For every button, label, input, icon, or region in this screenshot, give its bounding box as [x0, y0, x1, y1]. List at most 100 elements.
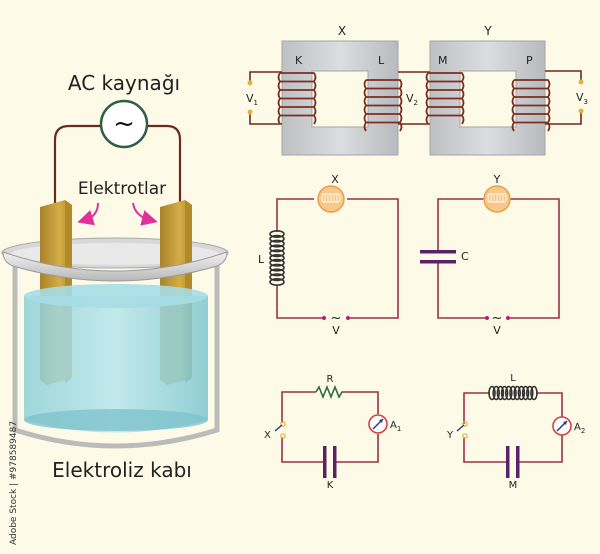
inductor-turn — [488, 385, 496, 401]
coil-m — [425, 72, 465, 125]
wire-lx-topleft — [276, 198, 314, 232]
coil-turn — [277, 72, 317, 83]
core-y-label: Y — [483, 24, 492, 38]
inductor-l-label: L — [258, 253, 265, 266]
coil-turn — [363, 79, 403, 90]
coil-p — [511, 79, 551, 132]
inductor-turn — [509, 385, 517, 401]
inductor-turn — [269, 263, 285, 272]
coil-m-label: M — [438, 54, 448, 67]
wire-cy-topleft — [437, 198, 484, 250]
terminal-lx-left[interactable] — [322, 316, 326, 320]
inductor-l — [488, 385, 538, 401]
circuit-inductor-capacitor: L Y A2 M — [446, 373, 585, 491]
core-x-label: X — [338, 24, 346, 38]
wire-right — [148, 124, 182, 208]
coil-turn — [425, 72, 465, 83]
circuit-inductor-lamp: L X ~ V — [258, 173, 399, 337]
coil-turn — [425, 97, 465, 108]
switch-x[interactable] — [274, 421, 286, 439]
inductor-turn — [269, 230, 285, 239]
inductor-turn — [269, 239, 285, 248]
circuit-capacitor-lamp: C Y ~ V — [420, 173, 560, 337]
coil-turn — [363, 96, 403, 107]
electrolysis-setup: AC kaynağı ~ Elektrotlar — [1, 71, 229, 482]
coil-turn — [363, 87, 403, 98]
inductor-turn — [269, 249, 285, 258]
terminal-v1-bottom[interactable] — [247, 109, 253, 115]
v2-label: V2 — [406, 92, 418, 107]
inductor-turn — [525, 385, 534, 401]
inductor-turn — [504, 385, 513, 401]
terminal-cy-right[interactable] — [506, 316, 510, 320]
inductor-turn — [269, 254, 285, 263]
arrow-left-icon — [77, 202, 99, 226]
ac-source-icon: ~ — [331, 311, 342, 326]
capacitor-k — [323, 446, 337, 478]
coil-turn — [511, 113, 551, 124]
watermark-text: Adobe Stock | #978589487 — [9, 421, 19, 545]
source-v-label: V — [332, 324, 340, 337]
capacitor-m-label: M — [509, 480, 518, 491]
wire-cy-bottom — [437, 263, 486, 319]
coil-l — [363, 79, 403, 132]
capacitor-m — [506, 446, 520, 478]
source-v-label: V — [493, 324, 501, 337]
ac-source-circle — [99, 99, 149, 149]
coil-turn — [511, 104, 551, 115]
coil-l-label: L — [378, 54, 385, 67]
terminal-v3-top[interactable] — [578, 79, 584, 85]
switch-y-label: Y — [446, 430, 454, 441]
coil-turn — [425, 80, 465, 91]
beaker-wall — [12, 263, 220, 449]
lamp-x — [317, 185, 345, 213]
inductor-turn — [521, 385, 530, 401]
ammeter-a1-label: A1 — [390, 420, 401, 433]
wire-v1-top — [249, 71, 282, 82]
ac-source-label: AC kaynağı — [68, 71, 180, 95]
coil-turn — [425, 106, 465, 117]
wire-left — [53, 124, 100, 208]
coil-turn — [277, 97, 317, 108]
wire-cy-right — [510, 198, 560, 319]
inductor-turn — [492, 385, 501, 401]
coil-turn — [363, 121, 403, 132]
terminal-cy-left[interactable] — [485, 316, 489, 320]
ac-source-icon: ~ — [492, 311, 503, 326]
lamp-y-label: Y — [493, 173, 501, 186]
switch-y[interactable] — [456, 421, 468, 439]
wire-rk-topright — [344, 391, 379, 414]
core-y — [429, 40, 546, 156]
inductor-turn — [500, 385, 509, 401]
capacitor-c — [420, 250, 456, 264]
coil-p-label: P — [526, 54, 533, 67]
inductor-turn — [269, 234, 285, 243]
inductor-turn — [496, 385, 505, 401]
lamp-x-label: X — [331, 173, 339, 186]
circuit-resistor-capacitor: R X A1 K — [264, 374, 401, 491]
terminal-v3-bottom[interactable] — [578, 108, 584, 114]
coil-turn — [277, 80, 317, 91]
ammeter-a1 — [368, 414, 388, 434]
inductor-turn — [269, 273, 285, 282]
terminal-v1-top[interactable] — [247, 80, 253, 86]
core-x — [281, 40, 399, 156]
coil-turn — [363, 104, 403, 115]
coil-turn — [511, 79, 551, 90]
v1-label: V1 — [246, 92, 258, 107]
wire-rk-bottomright — [335, 434, 379, 463]
inductor-turn — [269, 277, 285, 286]
wire-v3-bottom — [545, 112, 582, 125]
coil-turn — [277, 89, 317, 100]
coil-k — [277, 72, 317, 125]
wire-rk-topleft — [281, 391, 316, 423]
capacitor-k-label: K — [327, 480, 334, 491]
inductor-turn — [269, 258, 285, 267]
terminal-lx-right[interactable] — [346, 316, 350, 320]
lamp-y — [483, 185, 511, 213]
wire-v1-bottom — [249, 113, 282, 125]
arrow-right-icon — [132, 202, 158, 226]
coil-turn — [425, 89, 465, 100]
wire-lx-right — [347, 198, 399, 319]
